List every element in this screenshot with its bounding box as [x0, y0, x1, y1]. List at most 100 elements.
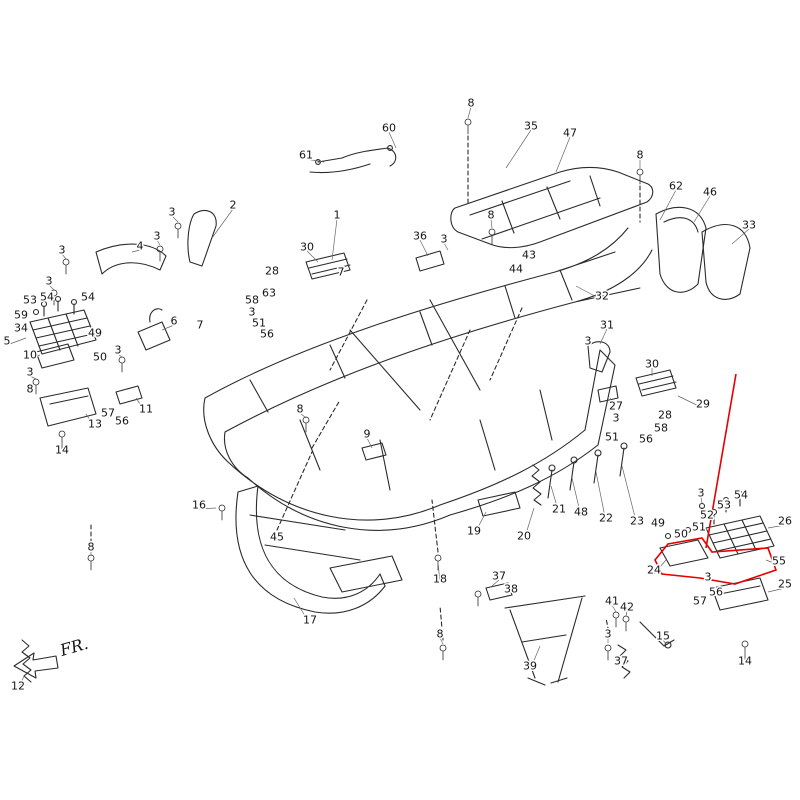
- callout-61: 61: [299, 149, 313, 162]
- callout-11: 11: [139, 403, 153, 416]
- callout-14: 14: [55, 444, 69, 457]
- fr-label: FR.: [57, 634, 90, 660]
- callout-3: 3: [705, 571, 712, 584]
- footrest-plate-26: [705, 515, 775, 559]
- callout-leader: [693, 195, 711, 223]
- fastener: [698, 502, 706, 510]
- callout-leader: [653, 559, 667, 575]
- callout-leader: [85, 413, 96, 429]
- bolt-glyphs: [32, 118, 749, 661]
- callout-leader: [61, 253, 67, 260]
- callout-3: 3: [115, 344, 122, 357]
- callout-3: 3: [441, 233, 448, 246]
- main-frame-tubes: [203, 227, 653, 531]
- fastener: [722, 496, 730, 504]
- callout-31: 31: [600, 319, 614, 332]
- mid-parts: [305, 250, 677, 601]
- callout-46: 46: [703, 186, 717, 199]
- left-footrest-assembly: [29, 295, 171, 427]
- callout-44: 44: [509, 263, 523, 276]
- callout-51: 51: [692, 521, 706, 534]
- footrest-fasteners: [43, 300, 75, 317]
- callout-26: 26: [778, 515, 792, 528]
- callout-56: 56: [115, 415, 129, 428]
- callout-leader: [731, 228, 750, 245]
- callout-leader: [491, 579, 500, 587]
- callout-45: 45: [270, 531, 284, 544]
- center-stand: [504, 595, 586, 686]
- cable-end: [387, 145, 393, 151]
- callout-15: 15: [656, 630, 670, 643]
- callout-leader: [700, 496, 703, 504]
- lever-19: [477, 491, 521, 517]
- callout-8: 8: [297, 403, 304, 416]
- callout-leader: [117, 353, 123, 358]
- cable-end: [315, 159, 321, 165]
- callout-leader: [419, 239, 429, 257]
- callout-36: 36: [413, 230, 427, 243]
- stand-tubes: [504, 595, 586, 686]
- stand-pivot: [664, 641, 672, 649]
- callout-leader: [198, 507, 217, 510]
- callout-10: 10: [23, 349, 37, 362]
- callout-62: 62: [669, 180, 683, 193]
- callout-49: 49: [651, 517, 665, 530]
- highlight-region: [654, 373, 778, 585]
- callout-30: 30: [300, 241, 314, 254]
- bolts: [32, 118, 749, 661]
- callout-leader: [48, 284, 55, 291]
- callout-6: 6: [171, 315, 178, 328]
- callout-53: 53: [717, 499, 731, 512]
- callout-42: 42: [620, 601, 634, 614]
- callout-56: 56: [639, 433, 653, 446]
- callout-48: 48: [574, 506, 588, 519]
- callout-51: 51: [252, 317, 266, 330]
- callout-58: 58: [245, 294, 259, 307]
- callout-18: 18: [433, 573, 447, 586]
- fastener: [54, 295, 62, 303]
- front-bumper: [235, 485, 403, 614]
- bracket-27: [597, 385, 619, 403]
- callout-37: 37: [614, 655, 628, 668]
- callout-58: 58: [654, 422, 668, 435]
- callout-54: 54: [734, 489, 748, 502]
- side-stand-lever: [639, 621, 675, 647]
- callout-leader: [505, 129, 532, 169]
- fastener: [736, 490, 744, 498]
- callout-7: 7: [338, 266, 345, 279]
- callout-38: 38: [504, 583, 518, 596]
- callout-3: 3: [27, 366, 34, 379]
- callout-3: 3: [698, 487, 705, 500]
- bracket-24: [659, 539, 709, 567]
- callout-leader: [677, 395, 704, 409]
- callout-20: 20: [517, 530, 531, 543]
- callout-leader: [29, 375, 37, 380]
- callout-3: 3: [154, 230, 161, 243]
- main-frame: [203, 227, 653, 531]
- callout-leader: [609, 397, 617, 411]
- bracket-2: [187, 209, 217, 267]
- callout-leader: [439, 637, 444, 645]
- callout-59: 59: [14, 309, 28, 322]
- fastener: [70, 298, 78, 306]
- link-pivot: [548, 464, 556, 472]
- callout-leader: [17, 675, 25, 691]
- callout-60: 60: [382, 122, 396, 135]
- callout-leader: [599, 328, 608, 345]
- callout-leader: [550, 485, 560, 514]
- callout-7: 7: [197, 319, 204, 332]
- callout-leader: [299, 412, 307, 419]
- callout-8: 8: [88, 541, 95, 554]
- callout-3: 3: [59, 244, 66, 257]
- callout-2: 2: [230, 199, 237, 212]
- callout-50: 50: [674, 528, 688, 541]
- callout-53: 53: [23, 294, 37, 307]
- bracket-9: [361, 442, 387, 461]
- callout-51: 51: [605, 431, 619, 444]
- callout-9: 9: [364, 428, 371, 441]
- footrest-plate-5: [29, 309, 97, 355]
- callout-27: 27: [609, 400, 623, 413]
- spring-12: [21, 639, 32, 683]
